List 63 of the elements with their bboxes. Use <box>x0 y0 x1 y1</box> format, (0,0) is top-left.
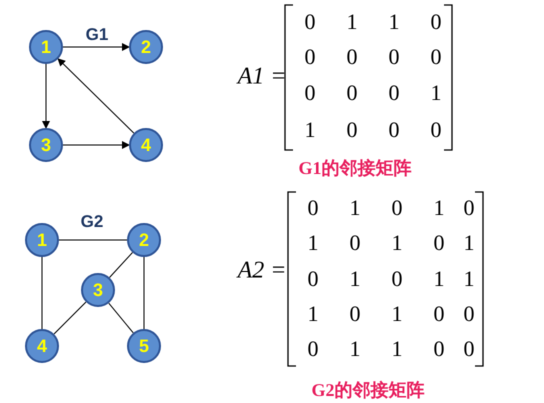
matrix-entry: 0 <box>346 117 358 143</box>
matrix-entry: 0 <box>388 117 400 143</box>
matrix-entry: 0 <box>308 266 318 292</box>
matrix-entry: 0 <box>304 80 316 106</box>
arrow <box>42 64 50 129</box>
matrix-entry: 0 <box>350 230 360 256</box>
edge-line <box>54 302 86 334</box>
matrix-entry: 1 <box>308 301 318 327</box>
vertex-circle: 4 <box>129 128 163 162</box>
vertex-circle: 3 <box>29 128 63 162</box>
arrow <box>62 43 130 51</box>
vertex-circle: 1 <box>25 223 59 257</box>
matrix-entry: 0 <box>464 195 474 221</box>
arrow <box>62 141 130 149</box>
matrix-caption: G2的邻接矩阵 <box>312 379 424 402</box>
matrix-entry: 1 <box>350 266 360 292</box>
vertex-circle: 1 <box>29 30 63 64</box>
matrix-entry: 0 <box>350 301 360 327</box>
matrix-entry: 0 <box>430 117 442 143</box>
matrix-entry: 1 <box>346 9 358 35</box>
matrix-entry: 0 <box>346 80 358 106</box>
matrix-entry: 1 <box>350 336 360 362</box>
matrix-entry: 1 <box>464 266 474 292</box>
matrix-entry: 0 <box>388 44 400 70</box>
vertex-circle: 2 <box>129 30 163 64</box>
graph-title: G1 <box>86 25 108 45</box>
matrix-entry: 0 <box>434 301 444 327</box>
edge-line <box>108 302 134 334</box>
matrix-entry: 0 <box>434 336 444 362</box>
matrix-entry: 0 <box>464 301 474 327</box>
matrix-entry: 0 <box>388 80 400 106</box>
matrix-entry: 1 <box>464 230 474 256</box>
matrix-name: A2 = <box>238 258 286 284</box>
matrix-entry: 1 <box>308 230 318 256</box>
vertex-circle: 5 <box>127 329 161 363</box>
matrix-caption: G1的邻接矩阵 <box>298 157 412 180</box>
matrix-entry: 0 <box>430 9 442 35</box>
matrix-entry: 1 <box>388 9 400 35</box>
matrix-entry: 1 <box>350 195 360 221</box>
vertex-circle: 4 <box>25 329 59 363</box>
matrix-entry: 0 <box>434 230 444 256</box>
matrix-entry: 1 <box>434 195 444 221</box>
matrix-entry: 1 <box>392 301 402 327</box>
graph-title: G2 <box>80 212 104 232</box>
matrix-entry: 0 <box>308 195 318 221</box>
vertex-circle: 2 <box>127 223 161 257</box>
matrix-entry: 1 <box>392 230 402 256</box>
matrix-entry: 1 <box>434 266 444 292</box>
matrix-entry: 0 <box>392 195 402 221</box>
arrow <box>57 58 134 134</box>
matrix-entry: 0 <box>304 44 316 70</box>
matrix-entry: 0 <box>346 44 358 70</box>
matrix-entry: 1 <box>392 336 402 362</box>
vertex-circle: 3 <box>81 273 115 307</box>
matrix-name: A1 = <box>238 64 286 90</box>
matrix-entry: 0 <box>308 336 318 362</box>
matrix-entry: 0 <box>304 9 316 35</box>
matrix-entry: 0 <box>392 266 402 292</box>
matrix-entry: 1 <box>430 80 442 106</box>
matrix-entry: 0 <box>430 44 442 70</box>
matrix-entry: 1 <box>304 117 316 143</box>
edge-line <box>109 252 133 278</box>
matrix-entry: 0 <box>464 336 474 362</box>
